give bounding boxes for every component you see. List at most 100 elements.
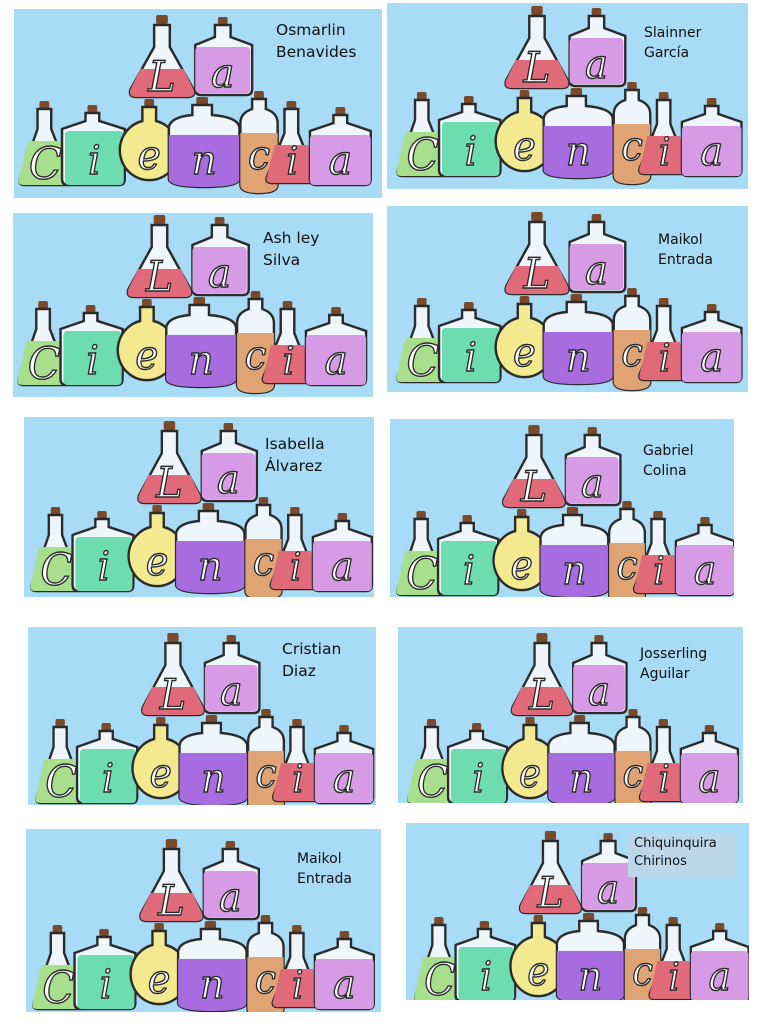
letter-c: c	[245, 332, 267, 379]
last-name: García	[644, 45, 690, 62]
letter-C: C	[42, 963, 74, 1012]
bottle-letter-c: c	[623, 907, 662, 1000]
letter-i-2: i	[653, 549, 664, 593]
letter-C: C	[417, 756, 448, 803]
bottle-letter-c: c	[607, 501, 647, 597]
name-card-8: L a C i e n	[398, 627, 743, 803]
name-card-7: L a C i e n	[28, 627, 376, 805]
student-name: Osmarlin Benavides	[276, 19, 356, 64]
letter-a-2: a	[700, 335, 723, 381]
flask-letter-i: i	[261, 301, 314, 385]
letter-c: c	[632, 949, 653, 996]
flask-letter-i: i	[269, 507, 321, 591]
jar-letter-n: n	[542, 294, 614, 386]
letter-a-2: a	[700, 129, 723, 175]
flask-letter-C: C	[35, 719, 88, 805]
letter-n: n	[189, 337, 214, 384]
bottle-letter-i: i	[446, 723, 509, 803]
flask-letter-C: C	[17, 301, 71, 391]
letter-c: c	[621, 124, 643, 170]
letter-n: n	[198, 544, 222, 590]
letter-e: e	[527, 949, 549, 996]
la-ciencia-banner: L a C i e n	[35, 633, 375, 805]
flask-letter-e: e	[129, 923, 189, 1006]
flask-letter-C: C	[32, 925, 85, 1012]
flask-letter-e: e	[118, 99, 180, 182]
bottle-letter-a-2: a	[304, 307, 368, 387]
first-name: Ash ley	[263, 229, 320, 247]
flask-letter-L: L	[504, 6, 570, 93]
bottle-letter-i: i	[59, 305, 124, 387]
bottle-letter-a: a	[200, 423, 259, 504]
letter-C: C	[29, 140, 62, 191]
bottle-letter-c: c	[239, 91, 279, 195]
last-name: Colina	[643, 463, 687, 480]
bottle-letter-i: i	[71, 511, 135, 593]
letter-e: e	[513, 124, 536, 170]
flask-letter-i: i	[638, 719, 688, 803]
name-card-10: L a C i e n	[406, 823, 749, 1000]
letter-n: n	[200, 962, 224, 1008]
letter-c: c	[255, 957, 276, 1003]
la-ciencia-banner: L a C i e n	[17, 215, 368, 395]
la-ciencia-banner: L a C i e n	[406, 633, 740, 803]
flask-letter-C: C	[396, 92, 450, 182]
letter-a: a	[597, 867, 619, 914]
letter-a-2: a	[694, 548, 716, 594]
letter-a: a	[220, 669, 242, 715]
student-name: Chiquinquira Chirinos	[628, 833, 736, 877]
student-name: Josserling Aguilar	[640, 644, 707, 685]
letter-L: L	[145, 252, 173, 301]
la-ciencia-banner: L a C i e n	[18, 15, 372, 195]
letter-a-2: a	[709, 954, 731, 1000]
letter-i-2: i	[668, 955, 679, 1000]
letter-i: i	[480, 954, 492, 1000]
bottle-letter-a: a	[191, 217, 250, 298]
first-name: Maikol	[658, 232, 703, 248]
bottle-letter-c: c	[244, 497, 283, 597]
flask-letter-L: L	[137, 421, 202, 508]
la-ciencia-banner: L a C i e n	[396, 6, 743, 186]
flask-letter-i: i	[271, 925, 323, 1009]
letter-i-2: i	[286, 139, 298, 183]
letter-C: C	[45, 757, 77, 805]
letter-e: e	[135, 332, 158, 379]
flask-letter-L: L	[504, 212, 570, 299]
bottle-letter-a-2: a	[680, 304, 743, 384]
first-name: Isabella	[265, 435, 325, 453]
name-card-1: L a C i e n	[14, 9, 382, 198]
letter-a-2: a	[331, 544, 354, 590]
flask-letter-e: e	[494, 90, 555, 173]
letter-e: e	[146, 539, 168, 585]
letter-c: c	[253, 539, 274, 585]
jar-letter-n: n	[167, 97, 241, 189]
first-name: Maikol	[297, 851, 342, 867]
bottle-letter-c: c	[246, 915, 285, 1012]
flask-letter-C: C	[414, 917, 466, 1000]
flask-letter-C: C	[406, 719, 458, 803]
letter-L: L	[157, 876, 184, 925]
last-name: Chirinos	[634, 854, 687, 870]
bottle-letter-a-2: a	[689, 923, 749, 1000]
bottle-letter-a: a	[580, 833, 638, 914]
letter-L: L	[520, 462, 547, 511]
letter-n: n	[566, 335, 591, 381]
flask-letter-e: e	[501, 717, 559, 800]
bottle-letter-i: i	[73, 929, 137, 1011]
letter-C: C	[407, 130, 439, 181]
first-name: Slainner	[644, 25, 702, 41]
letter-c: c	[616, 543, 637, 589]
letter-C: C	[40, 545, 72, 596]
letter-L: L	[155, 458, 182, 507]
bottle-letter-a-2: a	[308, 107, 372, 187]
name-card-2: L a C i e n	[387, 3, 748, 189]
letter-e: e	[138, 133, 161, 179]
bottle-letter-a: a	[202, 841, 261, 922]
bottle-letter-a: a	[194, 17, 254, 98]
bottle-letter-a: a	[572, 635, 628, 716]
flask-letter-e: e	[509, 915, 568, 998]
letter-i-2: i	[283, 338, 295, 383]
flask-letter-i: i	[271, 719, 323, 803]
letter-i: i	[100, 962, 112, 1008]
flask-letter-e: e	[494, 296, 555, 379]
